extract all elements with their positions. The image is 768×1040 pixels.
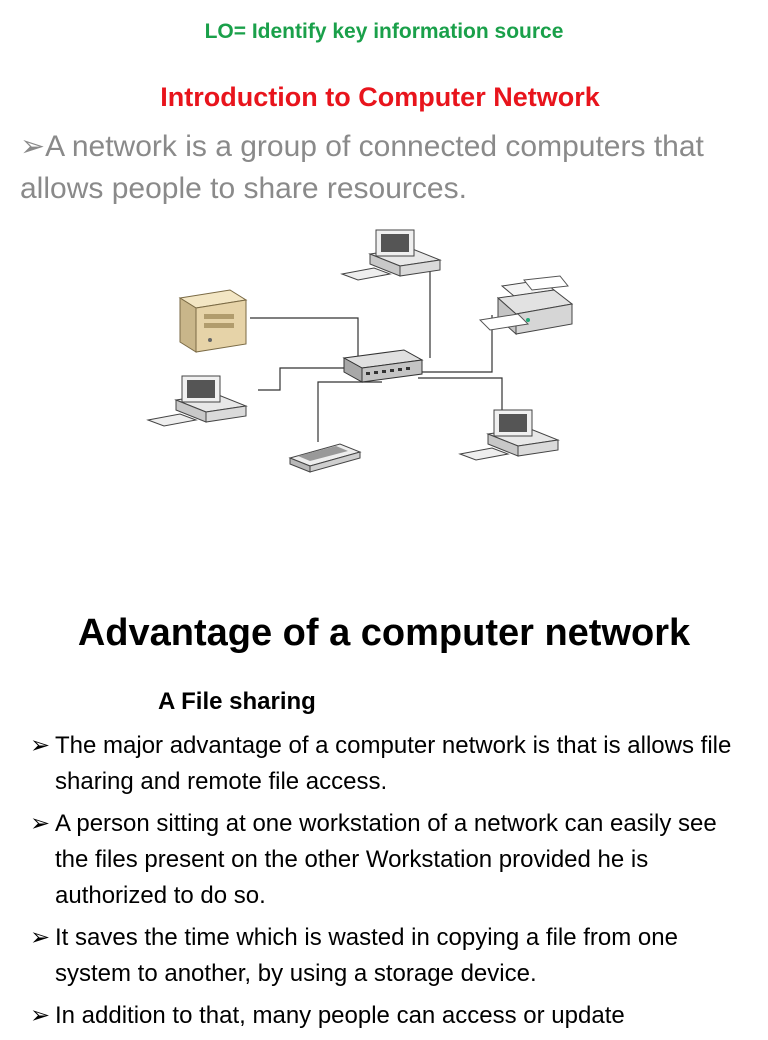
server-icon: [178, 289, 248, 353]
advantages-list: ➢The major advantage of a computer netwo…: [30, 728, 750, 1040]
printer-icon: [478, 275, 574, 336]
list-item: ➢The major advantage of a computer netwo…: [30, 728, 750, 800]
definition-text: A network is a group of connected comput…: [20, 130, 704, 205]
arrow-bullet-icon: ➢: [30, 924, 51, 951]
list-item: ➢A person sitting at one workstation of …: [30, 806, 750, 914]
arrow-bullet-icon: ➢: [30, 1002, 51, 1029]
list-item-text: It saves the time which is wasted in cop…: [55, 924, 678, 987]
arrow-bullet-icon: ➢: [30, 732, 51, 759]
advantages-title: Advantage of a computer network: [77, 612, 691, 654]
list-item: ➢It saves the time which is wasted in co…: [30, 920, 750, 992]
intro-title: Introduction to Computer Network: [160, 82, 600, 112]
definition-paragraph: ➢A network is a group of connected compu…: [20, 126, 750, 210]
file-sharing-subheading: A File sharing: [158, 688, 316, 715]
scanner-icon: [288, 443, 362, 473]
network-hub-icon: [342, 349, 424, 383]
network-cables: [250, 270, 503, 442]
list-item-text: In addition to that, many people can acc…: [55, 1002, 625, 1029]
desktop-computer-icon: [340, 229, 442, 281]
list-item-text: A person sitting at one workstation of a…: [55, 810, 717, 909]
arrow-bullet-icon: ➢: [20, 130, 46, 163]
learning-objective: LO= Identify key information source: [204, 20, 564, 43]
list-item-text: The major advantage of a computer networ…: [55, 732, 732, 795]
arrow-bullet-icon: ➢: [30, 810, 51, 837]
desktop-computer-icon: [146, 375, 248, 427]
network-diagram: [146, 229, 574, 473]
desktop-computer-icon: [458, 409, 560, 461]
list-item: ➢In addition to that, many people can ac…: [30, 998, 750, 1034]
